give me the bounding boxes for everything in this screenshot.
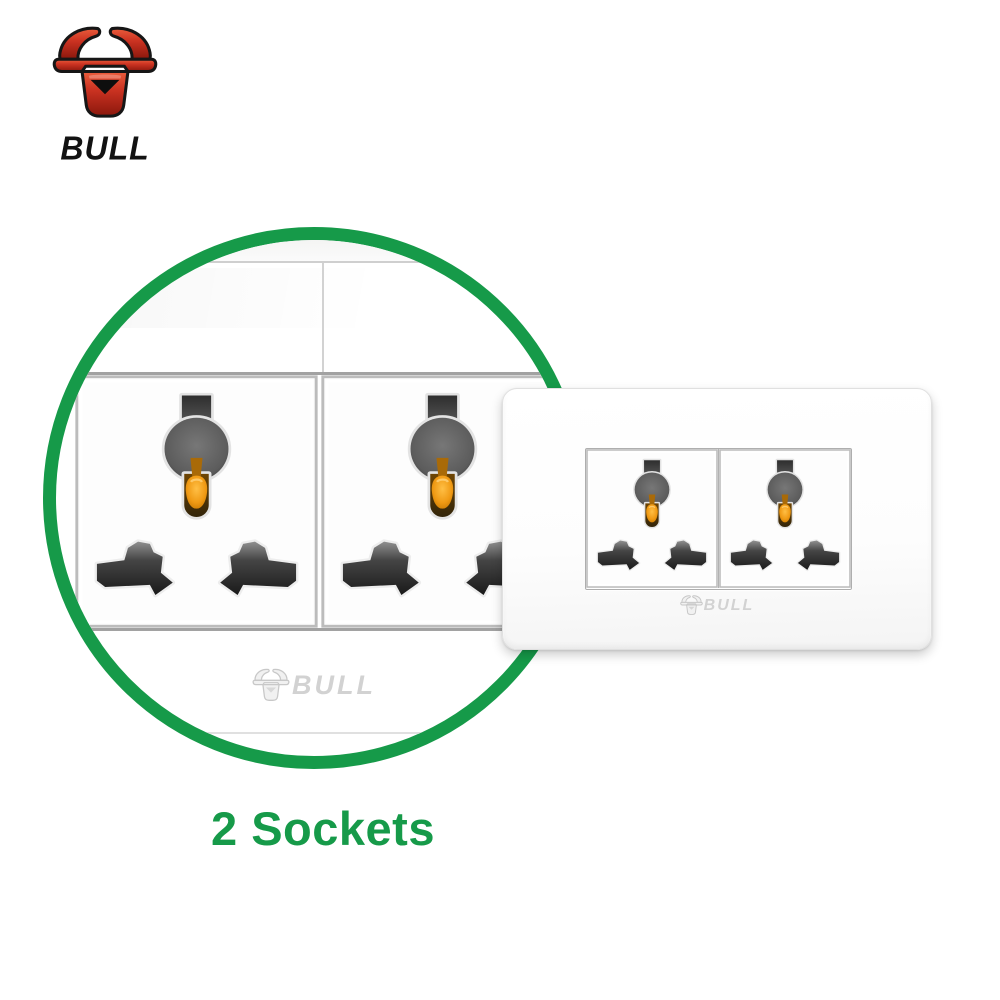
plate-seam — [56, 261, 572, 263]
brand-watermark: BULL — [56, 668, 572, 703]
bull-watermark-icon — [252, 668, 290, 701]
product-plate: BULL — [502, 388, 932, 650]
watermark-text: BULL — [292, 670, 376, 700]
socket-module-row — [75, 375, 564, 628]
plate-seam — [56, 372, 572, 375]
caption-text: 2 Sockets — [211, 802, 435, 855]
plate-top-section — [56, 240, 572, 261]
brand-watermark: BULL — [503, 595, 931, 616]
socket-module — [586, 449, 718, 588]
bull-logo-icon — [52, 26, 158, 118]
brand-logo-text: BULL — [60, 129, 150, 167]
brand-logo: BULL — [40, 24, 170, 167]
socket-module — [718, 449, 851, 588]
plate-seam — [56, 628, 572, 631]
watermark-text: BULL — [703, 596, 755, 614]
bull-watermark-icon — [679, 595, 703, 615]
plate-seam — [322, 263, 324, 372]
plate-reflection — [86, 268, 572, 328]
plate-seam — [56, 732, 572, 734]
socket-module — [75, 375, 318, 628]
plate-recess — [585, 448, 852, 590]
zoomed-socket-view: BULL — [56, 240, 572, 756]
